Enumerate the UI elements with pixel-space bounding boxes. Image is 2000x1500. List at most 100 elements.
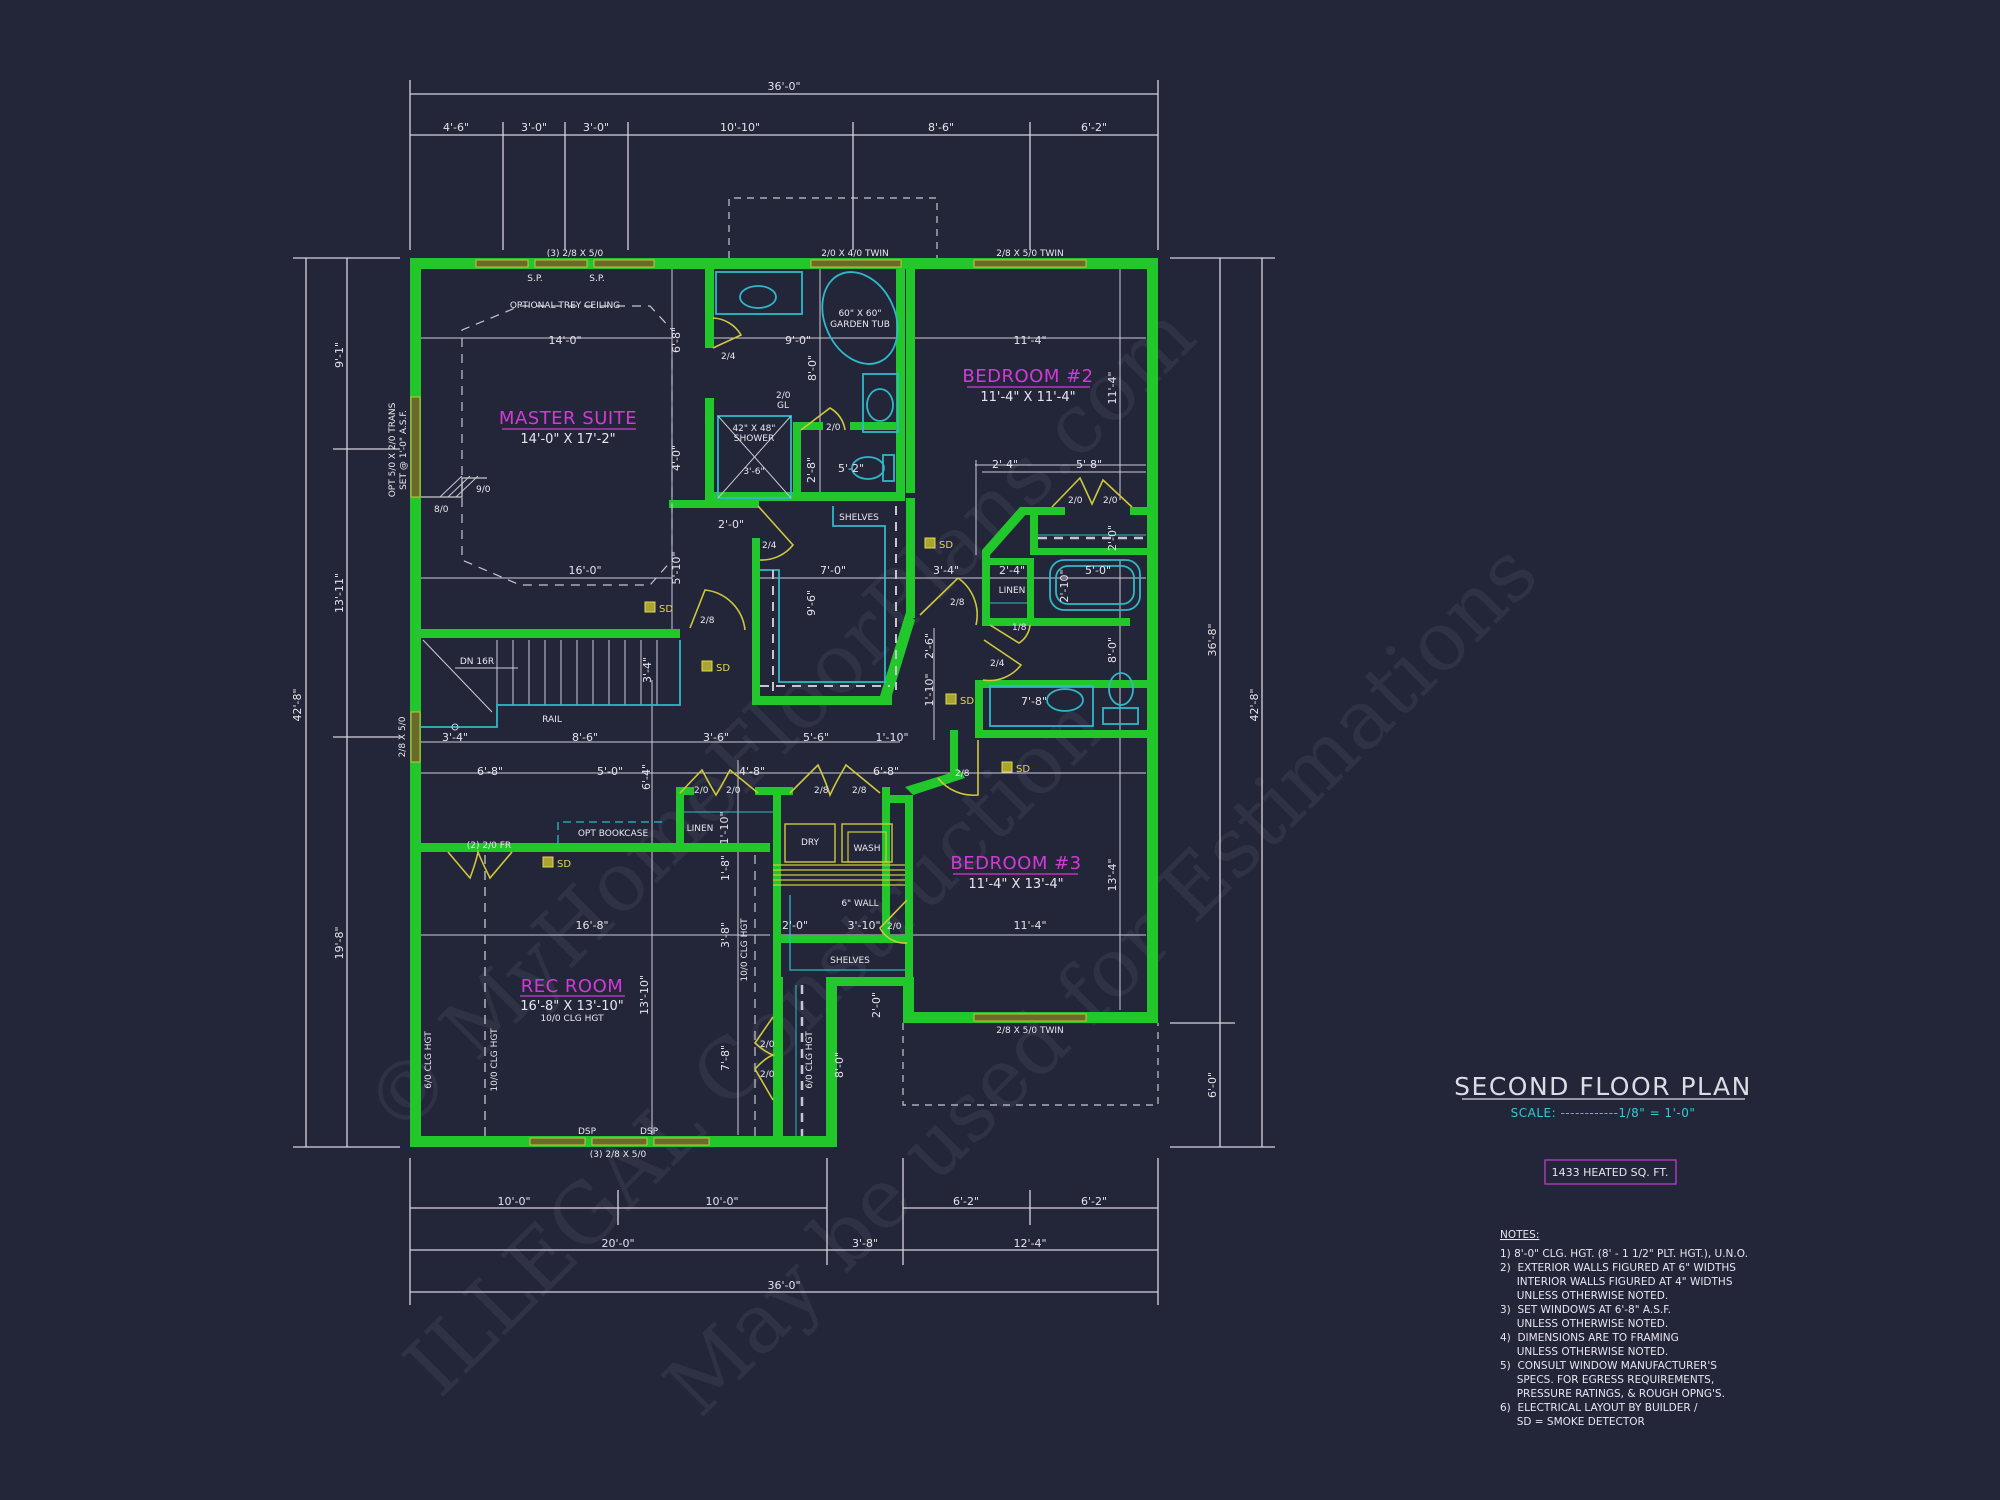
closet-label: 8/0: [434, 505, 449, 515]
dim-label: 2'-0": [1106, 525, 1119, 551]
dim-bottom-seg: 12'-4": [1013, 1237, 1046, 1250]
smoke-detector-icon: SD: [701, 660, 730, 674]
dim-label: 9'-0": [785, 334, 811, 347]
dim-label: 3'-4": [933, 564, 959, 577]
window-label: 2/8 X 5/0: [398, 716, 408, 757]
ceiling-height-label: 10/0 CLG HGT: [490, 1028, 500, 1092]
stair-label: DN 16R: [460, 657, 494, 667]
wall-top: [410, 258, 1158, 269]
smoke-detector-icon: SD: [945, 693, 974, 707]
door-label: 2/0: [826, 423, 841, 433]
dryer-label: DRY: [801, 838, 820, 848]
window-label: (3) 2/8 X 5/0: [547, 249, 604, 259]
dim-bottom-overall: 36'-0": [767, 1279, 800, 1292]
dim-label: 3'-4": [442, 731, 468, 744]
note-line: UNLESS OTHERWISE NOTED.: [1500, 1346, 1668, 1358]
right-dimensions: 36'-8" 42'-8" 6'-0": [1170, 257, 1275, 1148]
dim-label: 4'-8": [739, 765, 765, 778]
dim-label: 2'-4": [992, 458, 1018, 471]
hall-bath: 2'-4" LINEN 5'-0" 2'-10" 8'-0" 7'-8" 2/8…: [919, 559, 1141, 727]
dim-right-bottom: 6'-0": [1206, 1072, 1219, 1098]
dim-label: 11'-4": [1106, 371, 1119, 404]
dim-label: 2'-4": [999, 564, 1025, 577]
dim-top-seg: 10'-10": [720, 121, 760, 134]
bookcase-label: OPT BOOKCASE: [578, 829, 649, 839]
dim-label: 13'-4": [1106, 858, 1119, 891]
window-label: DSP: [578, 1127, 597, 1137]
dim-label: 2'-8": [805, 457, 818, 483]
door-label: 2/0: [887, 922, 902, 932]
smoke-detector-icon: SD: [1001, 761, 1030, 775]
dim-left-seg: 13'-11": [333, 573, 346, 613]
left-dimensions: 42'-8" 9'-1" 13'-11" 19'-8": [291, 257, 400, 1148]
door-label: 2/4: [721, 352, 736, 362]
dim-label: 9'-6": [805, 590, 818, 616]
dim-bottom-seg: 20'-0": [601, 1237, 634, 1250]
dim-label: 1'-10": [875, 731, 908, 744]
window-label: SET @ 1'-0" A.S.F.: [399, 410, 409, 490]
svg-text:SD: SD: [557, 859, 571, 870]
master-suite: OPTIONAL TREY CEILING 14'-0" 16'-0" MAST…: [421, 301, 683, 586]
door-label: 1/8: [1012, 623, 1027, 633]
wall-label: 6" WALL: [841, 899, 878, 909]
dim-label: 5'-8": [1076, 458, 1102, 471]
note-line: UNLESS OTHERWISE NOTED.: [1500, 1290, 1668, 1302]
door-label: 2/4: [762, 541, 777, 551]
note-line: 4) DIMENSIONS ARE TO FRAMING: [1500, 1332, 1679, 1344]
closet-label: 9/0: [476, 485, 491, 495]
door-label: 2/8: [852, 786, 867, 796]
dim-top-overall: 36'-0": [767, 80, 800, 93]
dim-label: 2'-0": [718, 518, 744, 531]
window-label: S.P.: [527, 274, 542, 284]
dim-label: 8'-6": [572, 731, 598, 744]
dim-label: 16'-0": [568, 564, 601, 577]
window-label: 2/8 X 5/0 TWIN: [996, 249, 1064, 259]
dim-label: 13'-10": [638, 975, 651, 1015]
dim-label: 8'-0": [833, 1052, 846, 1078]
door-label: 2/8: [700, 616, 715, 626]
title-block: SECOND FLOOR PLAN SCALE: ------------1/8…: [1454, 1072, 1752, 1185]
tub-label: 60" X 60": [838, 309, 881, 319]
dim-label: 5'-0": [1085, 564, 1111, 577]
window-label: OPT 5/0 X 2/0 TRANS: [388, 402, 398, 497]
door-label: 2/8: [955, 769, 970, 779]
dim-label: 11'-4": [1013, 919, 1046, 932]
door-label: GL: [777, 401, 789, 411]
door-label: 2/0: [694, 786, 709, 796]
linen-label: LINEN: [687, 824, 714, 834]
linen-label: LINEN: [999, 586, 1026, 596]
dim-right-inner: 36'-8": [1206, 623, 1219, 656]
dim-label: 6'-8": [873, 765, 899, 778]
svg-text:SD: SD: [939, 540, 953, 551]
top-dimensions: 36'-0" 4'-6" 3'-0" 3'-0" 10'-10" 8'-6" 6…: [409, 80, 1159, 258]
smoke-detector-icon: SD: [924, 537, 953, 551]
dim-label: 3'-10": [847, 919, 880, 932]
rail-label: RAIL: [542, 715, 562, 725]
svg-text:SD: SD: [716, 663, 730, 674]
dim-label: 2'-0": [782, 919, 808, 932]
dim-left-seg: 19'-8": [333, 926, 346, 959]
dim-label: 8'-0": [1106, 637, 1119, 663]
dim-left-seg: 9'-1": [333, 342, 346, 368]
stairs: DN 16R RAIL 3'-4": [421, 639, 681, 731]
door-label: 2/0: [760, 1040, 775, 1050]
dim-label: 6'-8": [477, 765, 503, 778]
ceiling-height-label: 6/0 CLG HGT: [805, 1031, 815, 1089]
room-name-bedroom-3: BEDROOM #3: [950, 853, 1081, 874]
room-name-master-suite: MASTER SUITE: [499, 408, 637, 429]
tub-label: GARDEN TUB: [830, 320, 890, 330]
dim-top-seg: 6'-2": [1081, 121, 1107, 134]
room-size: 11'-4" X 13'-4": [968, 877, 1063, 892]
door-label: 2/0: [1068, 496, 1083, 506]
drawing-title: SECOND FLOOR PLAN: [1454, 1072, 1752, 1101]
ceiling-height-label: 10/0 CLG HGT: [740, 918, 750, 982]
door-label: 2/8: [950, 598, 965, 608]
dim-label: 16'-8": [575, 919, 608, 932]
wall-left: [410, 258, 421, 1147]
note-line: 1) 8'-0" CLG. HGT. (8' - 1 1/2" PLT. HGT…: [1500, 1248, 1748, 1260]
svg-text:SD: SD: [960, 696, 974, 707]
shower-label: SHOWER: [734, 434, 774, 444]
wall-right: [1147, 258, 1158, 1023]
note-line: 6) ELECTRICAL LAYOUT BY BUILDER /: [1500, 1402, 1698, 1414]
